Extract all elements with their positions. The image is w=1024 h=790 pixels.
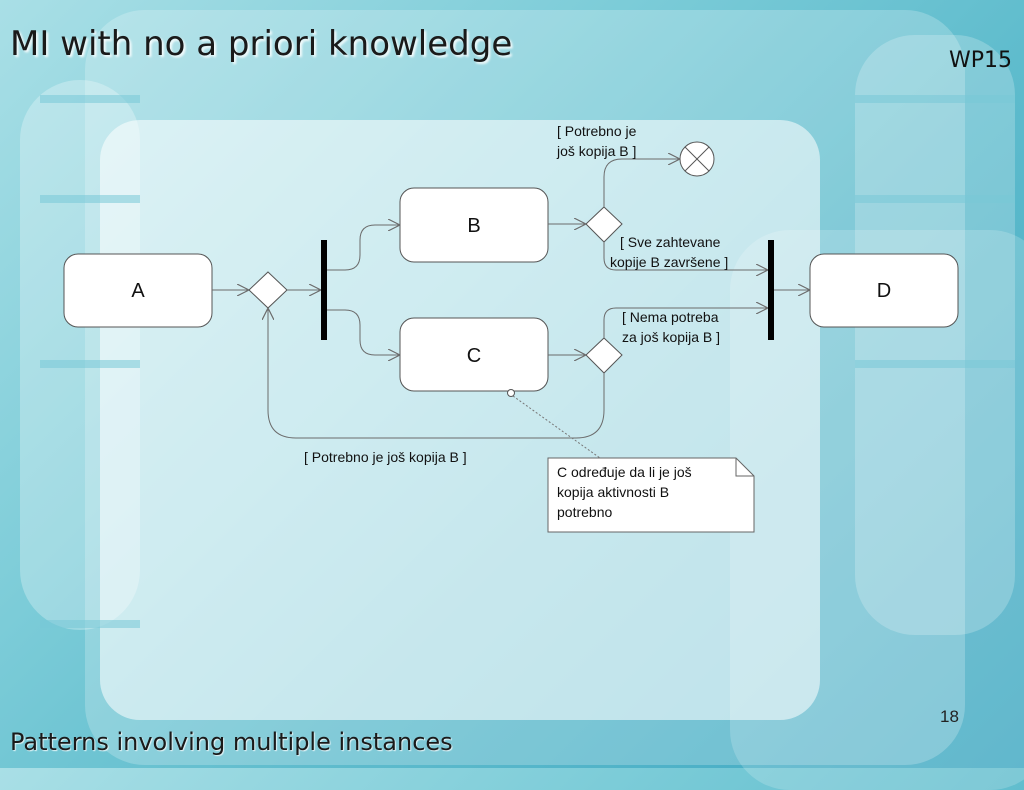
decision-node-c[interactable] [585,337,623,374]
flow-fork-to-b [327,225,400,271]
flow-loop-back [268,308,605,439]
background-bar [855,195,1015,203]
background-bar [40,195,140,203]
background-bar [40,620,140,628]
flow-decision-b-to-final [603,159,680,207]
workpackage-label: WP15 [948,48,1012,73]
activity-b-label: B [467,215,480,237]
activity-c[interactable]: C [399,317,549,392]
flow-fork-to-c [327,309,400,355]
background-panel-right [855,35,1015,635]
activity-c-label: C [467,345,481,367]
flow-final-node [679,141,715,177]
activity-d-label: D [877,280,891,302]
activity-b[interactable]: B [399,187,549,263]
flow-decision-b-to-join [603,242,768,270]
decision-node-b[interactable] [585,206,623,243]
activity-a-label: A [131,280,145,302]
footer-title: Patterns involving multiple instances [10,728,453,756]
activity-a[interactable]: A [63,253,213,328]
background-bar [855,95,1015,103]
activity-d[interactable]: D [809,253,959,328]
note-link [512,395,601,459]
flow-decision-c-to-join [603,308,768,338]
slide-title: MI with no a priori knowledge [10,24,513,64]
join-bar [768,240,774,340]
background-bar [40,360,140,368]
merge-node[interactable] [248,271,288,309]
note-anchor [507,389,515,397]
fork-bar [321,240,327,340]
background-bar [40,95,140,103]
background-bar [855,360,1015,368]
guard-loop-back: [ Potrebno je još kopija B ] [304,449,467,465]
page-number: 18 [940,707,959,726]
